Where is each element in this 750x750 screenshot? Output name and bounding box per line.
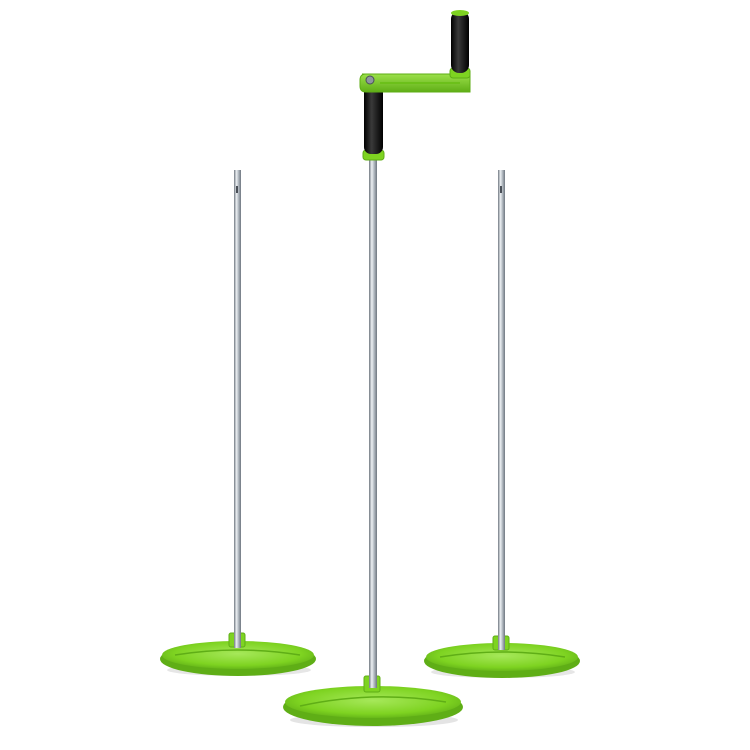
- left-pole-hole: [236, 186, 238, 193]
- center-dish-divider: [299, 696, 447, 707]
- center-dish: [285, 686, 461, 718]
- left-pole-stand: [160, 170, 316, 676]
- right-pole-stand: [424, 170, 580, 678]
- right-dish: [426, 643, 578, 671]
- center-pole-stand: [283, 10, 471, 727]
- crank-grip-cap: [451, 10, 469, 16]
- left-dish-divider: [174, 649, 301, 656]
- center-pole-shaft: [369, 158, 377, 688]
- crank-upper-grip: [451, 11, 469, 73]
- crank-pivot-bolt: [365, 75, 375, 85]
- right-dish-divider: [439, 651, 566, 658]
- crank-handle: [359, 10, 471, 161]
- left-dish: [162, 641, 314, 669]
- left-pole-shaft: [234, 170, 241, 648]
- crank-lower-grip: [364, 86, 383, 154]
- right-pole-hole: [500, 186, 502, 193]
- right-pole-shaft: [498, 170, 505, 650]
